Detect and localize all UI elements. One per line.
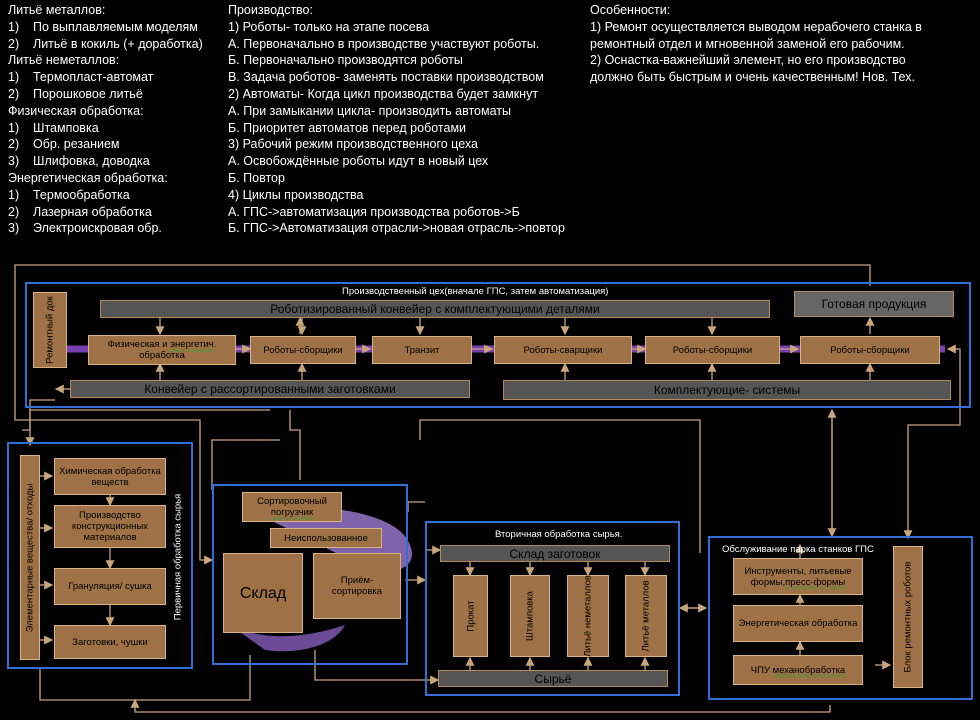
station-transit[interactable]: Транзит bbox=[372, 336, 472, 364]
production-note-line: А. Освобождённые роботы идут в новый цех bbox=[228, 154, 489, 169]
nonmetal-casting[interactable]: Литьё неметаллов bbox=[567, 575, 609, 657]
station-assembly-robots-3[interactable]: Роботы-сборщики bbox=[800, 336, 940, 364]
production-note-line: А. Первоначально в производстве участвую… bbox=[228, 36, 540, 51]
materials-note-line: 3)Электроискровая обр. bbox=[8, 221, 162, 236]
production-note-line: А. ГПС->автоматизация производства робот… bbox=[228, 204, 520, 219]
unused-materials[interactable]: Неиспользованное bbox=[270, 528, 382, 548]
metal-casting[interactable]: Литьё металлов bbox=[625, 575, 667, 657]
energy-processing[interactable]: Энергетическая обработка bbox=[733, 605, 863, 642]
granulation-drying[interactable]: Грануляция/ сушка bbox=[54, 568, 166, 605]
materials-note-line: Энергетическая обработка: bbox=[8, 170, 168, 185]
cnc-machining[interactable]: ЧПУ механобработка bbox=[733, 655, 863, 685]
materials-note-line: Литьё неметаллов: bbox=[8, 53, 120, 68]
blanks-ingots[interactable]: Заготовки, чушки bbox=[54, 625, 166, 659]
notes-materials: Литьё металлов: 1)По выплавляемым моделям… bbox=[8, 2, 203, 237]
features-note-line: 2) Оснастка-важнейший элемент, но его пр… bbox=[590, 53, 906, 68]
primary-processing-title: Первичная обработка сырья bbox=[172, 493, 184, 621]
notes-production: Производство: 1) Роботы- только на этапе … bbox=[228, 2, 565, 237]
notes-features: Особенности: 1) Ремонт осуществляется выв… bbox=[590, 2, 922, 86]
production-note-line: А. При замыкании цикла- производить авто… bbox=[228, 103, 511, 118]
production-note-line: В. Задача роботов- заменять поставки про… bbox=[228, 70, 544, 85]
production-note-line: Производство: bbox=[228, 3, 313, 17]
raw-materials[interactable]: Сырьё bbox=[438, 670, 668, 687]
materials-note-line: 1)По выплавляемым моделям bbox=[8, 19, 198, 34]
materials-note-line: 2)Обр. резанием bbox=[8, 137, 120, 152]
station-welding-robots[interactable]: Роботы-сварщики bbox=[494, 336, 632, 364]
station-assembly-robots-2[interactable]: Роботы-сборщики bbox=[645, 336, 780, 364]
materials-note-line: Физическая обработка: bbox=[8, 103, 144, 118]
service-panel bbox=[708, 536, 973, 700]
features-note-line: ремонтный отдел и мгновенной заменой его… bbox=[590, 36, 905, 51]
production-note-line: 1) Роботы- только на этапе посева bbox=[228, 19, 430, 34]
materials-note-line: 1)Термообработка bbox=[8, 187, 130, 202]
materials-note-line: Литьё металлов: bbox=[8, 3, 106, 17]
station-assembly-robots-1[interactable]: Роботы-сборщики bbox=[250, 336, 356, 364]
production-note-line: 3) Рабочий режим производственного цеха bbox=[228, 137, 478, 152]
warehouse-store[interactable]: Склад bbox=[223, 553, 303, 633]
tools-molds[interactable]: Инструменты, литьевые формы,пресс-формы bbox=[733, 558, 863, 595]
finished-products[interactable]: Готовая продукция bbox=[794, 291, 954, 317]
production-note-line: Б. Приоритет автоматов перед роботами bbox=[228, 120, 467, 135]
materials-note-line: 2)Лазерная обработка bbox=[8, 204, 152, 219]
rolling[interactable]: Прокат bbox=[453, 575, 488, 657]
station-physical-energy[interactable]: Физическая и энергетич. обработка bbox=[88, 335, 236, 365]
production-note-line: Б. Повтор bbox=[228, 170, 285, 185]
production-note-line: Б. ГПС->Автоматизация отрасли->новая отр… bbox=[228, 221, 565, 236]
features-note-line: Особенности: bbox=[590, 3, 671, 17]
materials-note-line: 3)Шлифовка, доводка bbox=[8, 154, 150, 169]
stamping[interactable]: Штамповка bbox=[510, 575, 550, 657]
production-workshop-panel bbox=[25, 282, 971, 408]
elementary-substances[interactable]: Элементарные вещества/ отходы bbox=[20, 455, 40, 660]
materials-note-line: 2)Порошковое литьё bbox=[8, 86, 143, 101]
repair-robots-block[interactable]: Блок ремонтных роботов bbox=[893, 546, 923, 688]
materials-note-line: 1)Термопласт-автомат bbox=[8, 70, 154, 85]
warehouse-panel bbox=[212, 484, 408, 665]
chemical-processing[interactable]: Химическая обработка веществ bbox=[54, 458, 166, 495]
production-note-line: 4) Циклы производства bbox=[228, 187, 364, 202]
materials-note-line: 1)Штамповка bbox=[8, 120, 99, 135]
secondary-processing-title: Вторичная обработка сырья. bbox=[495, 529, 623, 540]
robotic-conveyor-top[interactable]: Роботизированный конвейер с комплектующи… bbox=[100, 300, 770, 318]
service-title: Обслуживание парка станков ГПС bbox=[722, 544, 874, 555]
materials-note-line: 2)Литьё в кокиль (+ доработка) bbox=[8, 36, 203, 51]
repair-dock[interactable]: Ремонтный док bbox=[33, 292, 67, 368]
blanks-warehouse[interactable]: Склад заготовок bbox=[440, 545, 670, 562]
features-note-line: должно быть быстрым и очень качественным… bbox=[590, 70, 915, 85]
components-systems[interactable]: Комплектующие- системы bbox=[503, 380, 951, 400]
features-note-line: 1) Ремонт осуществляется выводом нерабоч… bbox=[590, 19, 922, 34]
primary-processing-panel bbox=[7, 442, 193, 669]
production-note-line: 2) Автоматы- Когда цикл производства буд… bbox=[228, 86, 539, 101]
sorted-blanks-conveyor[interactable]: Конвейер с рассортированными заготовками bbox=[70, 380, 470, 398]
production-workshop-title: Производственный цех(вначале ГПС, затем … bbox=[342, 286, 609, 297]
receive-sort[interactable]: Приём-сортировка bbox=[313, 553, 401, 619]
production-note-line: Б. Первоначально производятся роботы bbox=[228, 53, 463, 68]
secondary-processing-panel bbox=[425, 521, 680, 696]
sorting-loader[interactable]: Сортировочный погрузчик bbox=[242, 492, 342, 522]
structural-materials[interactable]: Производство конструкционных материалов bbox=[54, 505, 166, 548]
